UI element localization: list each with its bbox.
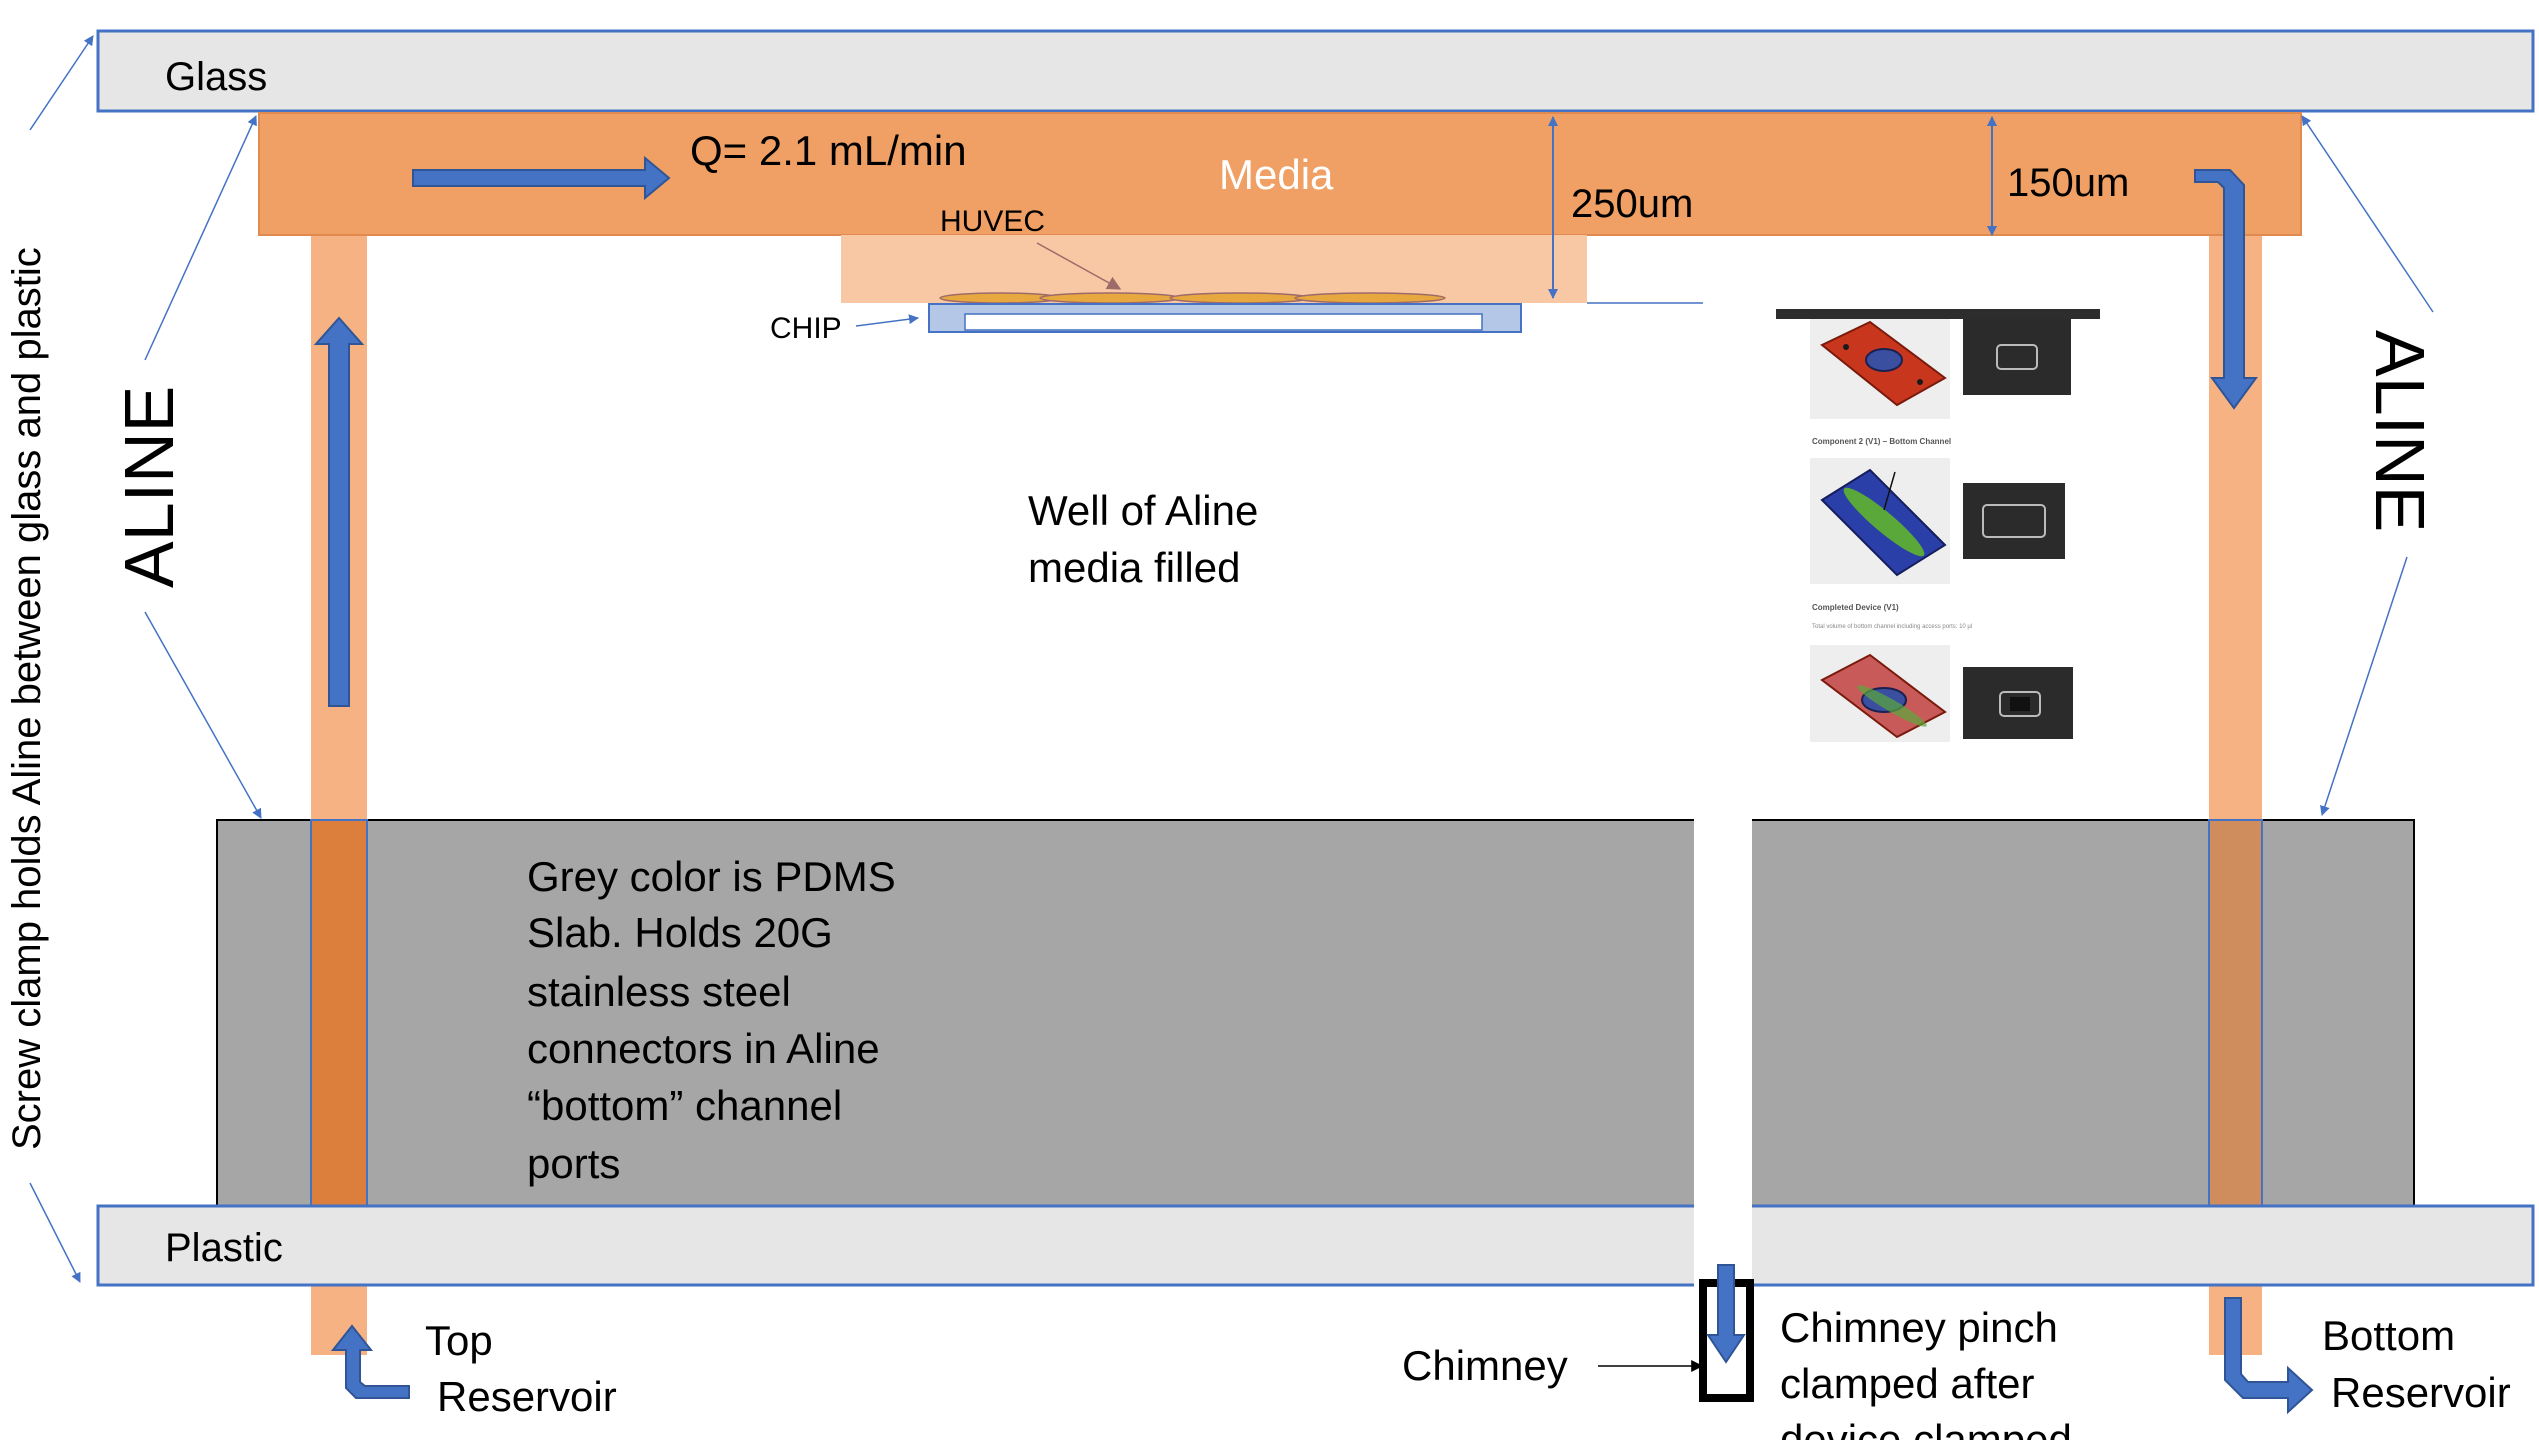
media-label: Media	[1219, 151, 1334, 198]
bottom-reservoir-label-1: Bottom	[2322, 1312, 2455, 1359]
component-1-photo	[1963, 319, 2071, 395]
chimney-note-line-3: device clamped	[1780, 1416, 2072, 1440]
huvec-pointer	[1036, 242, 1122, 290]
chimney-flow-arrow	[1706, 1264, 1746, 1364]
component-2-photo	[1963, 483, 2065, 559]
huvec-cell	[1294, 292, 1446, 304]
component-2-photo-chip	[1982, 504, 2046, 538]
completed-device-photo-chip	[1999, 691, 2041, 717]
plastic-base	[96, 1204, 2535, 1287]
screw-clamp-pointer-up	[29, 35, 94, 131]
plastic-label: Plastic	[165, 1226, 283, 1270]
flow-rate-label: Q= 2.1 mL/min	[690, 127, 967, 174]
aline-right-pointer-down	[2320, 556, 2408, 816]
huvec-cell	[1169, 292, 1311, 304]
top-reservoir-label-2: Reservoir	[437, 1373, 617, 1420]
huvec-cells	[939, 292, 1446, 304]
aline-left-pointer-up	[144, 115, 257, 361]
component-2-channel	[1843, 487, 1925, 557]
top-reservoir-arrow	[330, 1324, 410, 1399]
screw-clamp-note: Screw clamp holds Aline between glass an…	[5, 247, 49, 1150]
pdms-line: Grey color is PDMS	[527, 853, 896, 900]
flow-arrow-right	[412, 155, 671, 201]
component-1-well	[1865, 348, 1903, 372]
chimney-note-line-1: Chimney pinch	[1780, 1304, 2058, 1351]
huvec-label: HUVEC	[940, 205, 1045, 238]
gap-250um-label: 250um	[1571, 182, 1693, 226]
right-channel-pdms-overlap	[2208, 819, 2263, 1207]
glass-label: Glass	[165, 55, 267, 99]
chimney-label: Chimney	[1402, 1342, 1568, 1389]
flow-arrow-down-right	[2194, 169, 2258, 410]
pdms-line: Slab. Holds 20G	[527, 909, 833, 956]
pdms-line: stainless steel	[527, 968, 791, 1015]
component-1-port	[1917, 379, 1923, 385]
aline-left-pointer-down	[144, 611, 262, 819]
media-over-chip	[841, 235, 1587, 303]
inset-component-image: Component 2 (V1) – Bottom Channel Comple…	[1776, 309, 2100, 747]
pdms-line: connectors in Aline	[527, 1025, 880, 1072]
inset-note-3: Total volume of bottom channel including…	[1812, 624, 1972, 630]
component-2-leader	[1883, 471, 1896, 511]
top-reservoir-label-1: Top	[425, 1317, 493, 1364]
huvec-cell	[1039, 292, 1181, 304]
pdms-line: ports	[527, 1140, 620, 1187]
bottom-reservoir-arrow	[2224, 1297, 2314, 1415]
well-label-line-2: media filled	[1028, 544, 1240, 591]
aline-label-right: ALINE	[2361, 330, 2439, 532]
left-channel-pdms-overlap	[310, 819, 368, 1207]
pdms-slab	[216, 819, 2415, 1207]
component-1-port	[1843, 344, 1849, 350]
chimney-note-line-2: clamped after	[1780, 1360, 2034, 1407]
well-label-line-1: Well of Aline	[1028, 487, 1258, 534]
chip-inner	[964, 313, 1483, 331]
chip-pointer	[855, 314, 919, 327]
bottom-reservoir-label-2: Reservoir	[2331, 1369, 2511, 1416]
inset-top-bar	[1776, 309, 2100, 319]
pdms-line: “bottom” channel	[527, 1082, 842, 1129]
flow-arrow-up	[313, 316, 365, 707]
glass-slide	[96, 29, 2535, 113]
chip-label: CHIP	[770, 312, 842, 345]
component-1-photo-chip	[1996, 344, 2038, 370]
inset-caption-2: Component 2 (V1) – Bottom Channel	[1812, 437, 1951, 446]
aline-label-left: ALINE	[110, 386, 188, 588]
completed-device-photo-well	[2010, 697, 2030, 711]
pdms-description: Grey color is PDMS Slab. Holds 20G stain…	[527, 853, 896, 1187]
gap-150um-label: 150um	[2007, 161, 2129, 205]
inset-caption-3: Completed Device (V1)	[1812, 603, 1899, 612]
chimney-gap	[1694, 810, 1752, 1292]
aline-right-pointer-up	[2301, 115, 2434, 313]
screw-clamp-pointer-down	[29, 1182, 81, 1283]
completed-device-channel	[1857, 685, 1927, 727]
